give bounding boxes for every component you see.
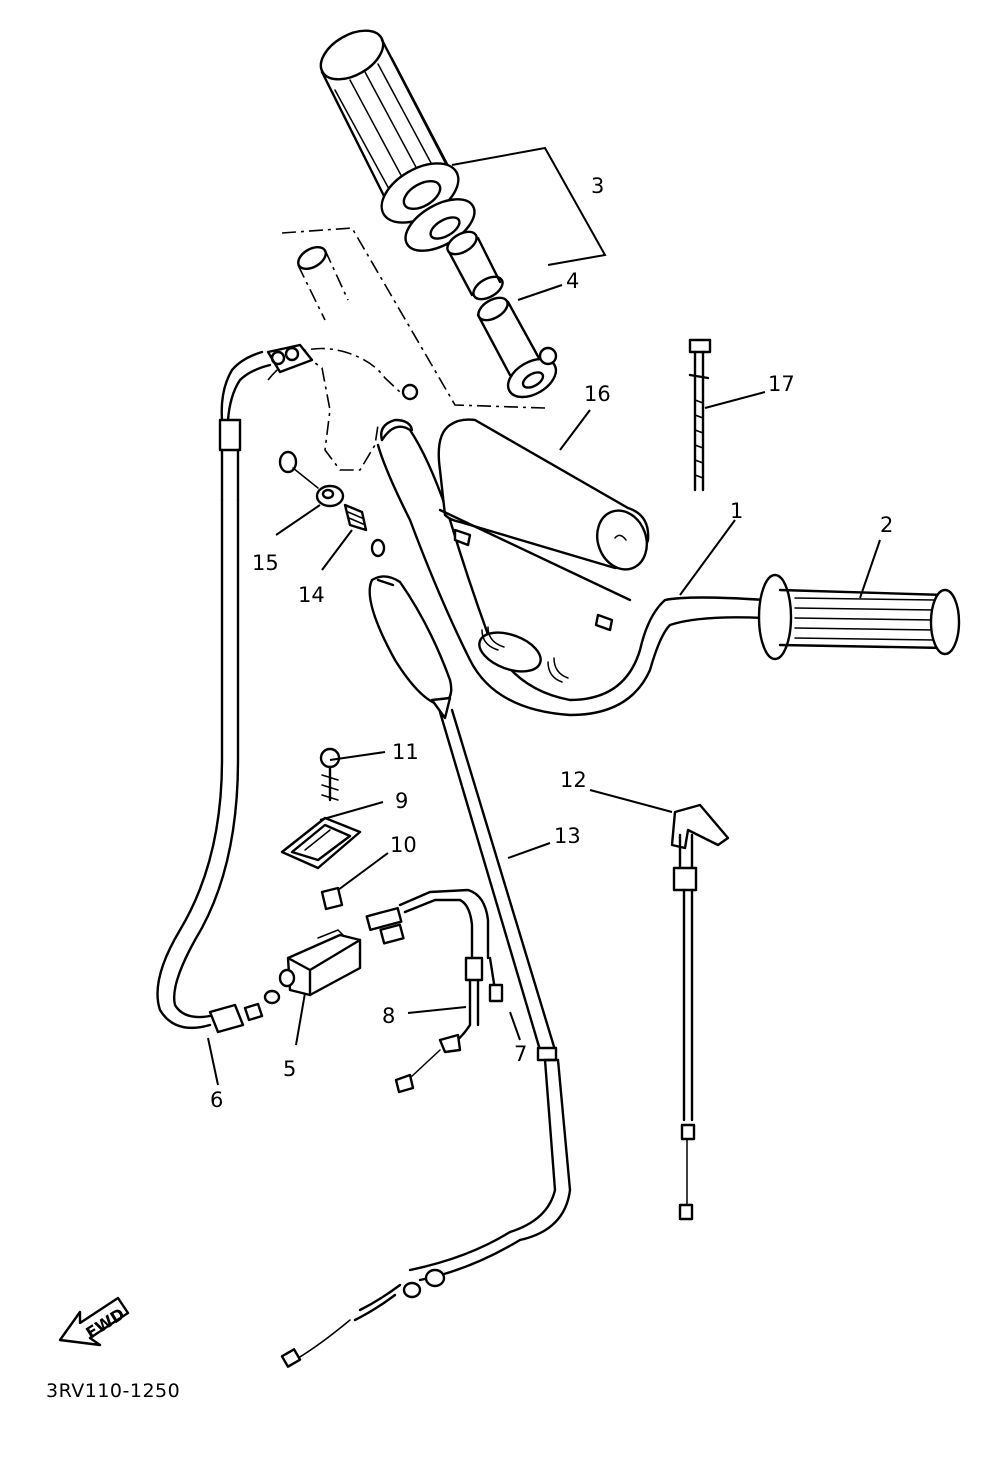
- lever-housing-and-cable-part-13: [280, 575, 572, 1368]
- callout-8: 8: [382, 1004, 395, 1028]
- callout-12: 12: [560, 768, 587, 792]
- small-parts-9-10-11: [280, 747, 362, 911]
- callout-2: 2: [880, 513, 893, 537]
- callout-3: 3: [591, 174, 604, 198]
- callout-9: 9: [395, 789, 408, 813]
- callout-16: 16: [584, 382, 611, 406]
- switch-housing-part-5: [278, 888, 504, 1094]
- throttle-tube-part-4: [446, 230, 558, 399]
- callout-labels: 1 2 3 4 5 6 7 8 9 10 11 12 13 14 15 16 1…: [210, 174, 893, 1112]
- callout-13: 13: [554, 824, 581, 848]
- handlebar-part-1: [376, 418, 767, 717]
- adjuster-parts-14-15: [278, 450, 386, 558]
- callout-7: 7: [514, 1042, 527, 1066]
- callout-5: 5: [283, 1057, 296, 1081]
- callout-11: 11: [392, 740, 419, 764]
- fwd-arrow-icon: FWD: [58, 1296, 130, 1347]
- reference-outline: [267, 227, 546, 471]
- cable-part-6: [156, 343, 314, 1034]
- callout-17: 17: [768, 372, 795, 396]
- cable-tie-part-17: [688, 338, 712, 492]
- callout-14: 14: [298, 583, 325, 607]
- left-grip-part-3: [319, 29, 476, 252]
- callout-4: 4: [566, 269, 579, 293]
- lever-cable-part-12: [670, 803, 730, 1221]
- callout-1: 1: [730, 499, 743, 523]
- right-grip-part-2: [757, 573, 961, 661]
- drawing-code: 3RV110-1250: [46, 1380, 180, 1402]
- callout-10: 10: [390, 833, 417, 857]
- leader-lines: [207, 146, 881, 1086]
- handlebar-pad-part-16: [437, 418, 650, 632]
- callout-6: 6: [210, 1088, 223, 1112]
- callout-15: 15: [252, 551, 279, 575]
